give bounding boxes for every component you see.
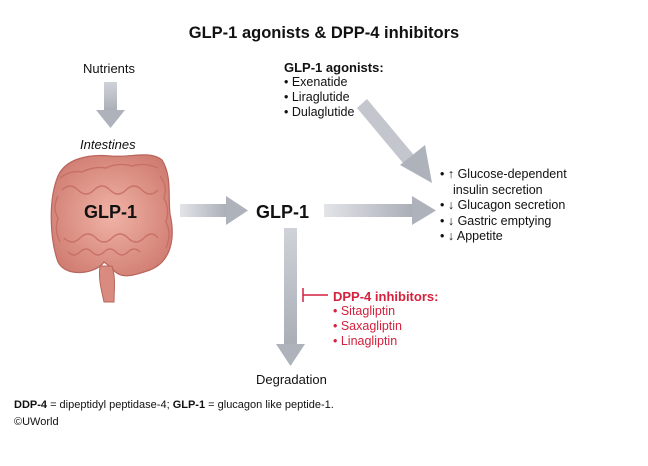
footnote-def-glp1: = glucagon like peptide-1.	[205, 399, 334, 411]
dpp4-inhibitors-list: DPP-4 inhibitors: • Sitagliptin • Saxagl…	[333, 289, 438, 349]
gut-glp1-label: GLP-1	[84, 202, 138, 222]
effects-list: • ↑ Glucose-dependent insulin secretion …	[440, 167, 567, 245]
copyright-credit: ©UWorld	[14, 416, 59, 428]
nutrients-arrow	[96, 82, 125, 128]
footnote-abbr-glp1: GLP-1	[172, 399, 206, 411]
footnote-def-dpp4: = dipeptidyl peptidase-4;	[47, 399, 173, 411]
agonist-item: • Exenatide	[284, 75, 348, 89]
gut-to-glp1-arrow	[180, 196, 248, 225]
center-glp1-label: GLP-1	[256, 202, 310, 222]
dpp4-inhibition-marker	[302, 288, 328, 302]
agonists-header: GLP-1 agonists:	[284, 60, 384, 75]
dpp4-item: • Linagliptin	[333, 334, 398, 348]
dpp4-item: • Sitagliptin	[333, 304, 396, 318]
footnote-abbr-dpp4: DDP-4	[14, 399, 48, 411]
agonist-item: • Liraglutide	[284, 90, 350, 104]
dpp4-item: • Saxagliptin	[333, 319, 403, 333]
nutrients-label: Nutrients	[83, 61, 136, 76]
effect-item: • ↑ Glucose-dependent	[440, 167, 567, 181]
degradation-arrow	[276, 228, 305, 366]
intestines-illustration	[50, 154, 173, 303]
effect-item: • ↓ Appetite	[440, 229, 503, 243]
dpp4-header: DPP-4 inhibitors:	[333, 289, 439, 304]
abbreviation-footnote: DDP-4 = dipeptidyl peptidase-4; GLP-1 = …	[14, 399, 334, 411]
agonists-arrow	[357, 99, 432, 183]
effect-item: • ↓ Gastric emptying	[440, 213, 552, 228]
effect-item: • ↓ Glucagon secretion	[440, 198, 566, 212]
effect-item-continuation: insulin secretion	[453, 182, 543, 197]
intestines-label: Intestines	[80, 137, 136, 152]
degradation-label: Degradation	[256, 372, 327, 387]
diagram-title: GLP-1 agonists & DPP-4 inhibitors	[188, 24, 460, 42]
agonist-item: • Dulaglutide	[284, 105, 355, 119]
glp1-agonists-list: GLP-1 agonists: • Exenatide • Liraglutid…	[284, 60, 384, 120]
glp1-to-effects-arrow	[324, 196, 436, 225]
